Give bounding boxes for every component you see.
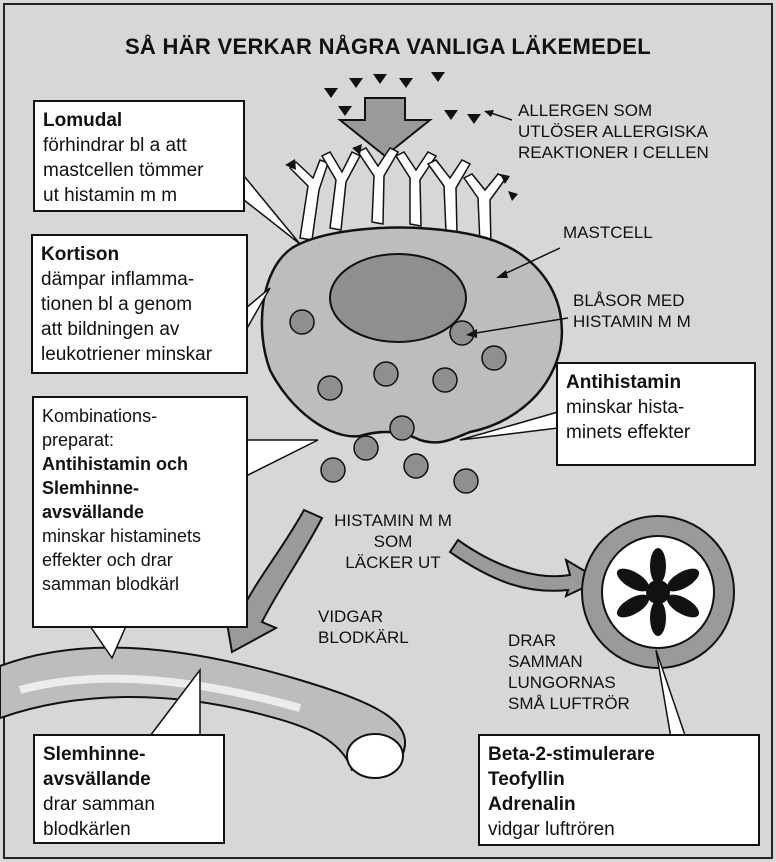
antihistamin-line: minets effekter [566,420,746,445]
histamin-label: HISTAMIN M M SOM LÄCKER UT [318,510,468,573]
kortison-callout: Kortison dämpar inflamma- tionen bl a ge… [31,234,248,374]
blasor-label: BLÅSOR MED HISTAMIN M M [573,290,691,332]
lomudal-line: förhindrar bl a att [43,133,235,158]
beta-line: vidgar luftrören [488,817,750,842]
slemhinne-line: blodkärlen [43,817,215,842]
drar-label-line: DRAR [508,630,630,651]
histamin-label-line: HISTAMIN M M [318,510,468,531]
cell-nucleus [330,254,466,342]
drar-label-line: LUNGORNAS [508,672,630,693]
allergen-label-line: ALLERGEN SOM [518,100,709,121]
kortison-line: tionen bl a genom [41,292,238,317]
allergen-label-line: REAKTIONER I CELLEN [518,142,709,163]
blasor-label-line: HISTAMIN M M [573,311,691,332]
allergen-label: ALLERGEN SOM UTLÖSER ALLERGISKA REAKTION… [518,100,709,163]
beta-callout: Beta-2-stimulerare Teofyllin Adrenalin v… [478,734,760,846]
big-down-arrow [340,98,430,156]
kortison-line: att bildningen av [41,317,238,342]
drar-label-line: SMÅ LUFTRÖR [508,693,630,714]
kombination-line: effekter och drar [42,548,238,572]
kombination-line: samman blodkärl [42,572,238,596]
kortison-line: dämpar inflamma- [41,267,238,292]
vidgar-label: VIDGAR BLODKÄRL [318,606,409,648]
vessel-opening [347,734,403,778]
histamin-label-line: LÄCKER UT [318,552,468,573]
beta-name: Adrenalin [488,792,750,817]
lomudal-callout: Lomudal förhindrar bl a att mastcellen t… [33,100,245,212]
antihistamin-callout: Antihistamin minskar hista- minets effek… [556,362,756,466]
slemhinne-callout: Slemhinne- avsvällande drar samman blodk… [33,734,225,844]
beta-name: Beta-2-stimulerare [488,742,750,767]
diagram-title: SÅ HÄR VERKAR NÅGRA VANLIGA LÄKEMEDEL [0,34,776,60]
vidgar-label-line: VIDGAR [318,606,409,627]
lomudal-name: Lomudal [43,108,235,133]
arrow-to-bronchus [450,540,600,596]
histamin-label-line: SOM [318,531,468,552]
kombination-intro: preparat: [42,428,238,452]
kombination-name: Antihistamin och [42,452,238,476]
blasor-label-line: BLÅSOR MED [573,290,691,311]
vidgar-label-line: BLODKÄRL [318,627,409,648]
antihistamin-line: minskar hista- [566,395,746,420]
drar-label-line: SAMMAN [508,651,630,672]
slemhinne-name: Slemhinne- [43,742,215,767]
slemhinne-name: avsvällande [43,767,215,792]
lomudal-line: ut histamin m m [43,183,235,208]
kortison-line: leukotriener minskar [41,342,238,367]
slemhinne-line: drar samman [43,792,215,817]
beta-name: Teofyllin [488,767,750,792]
kombination-intro: Kombinations- [42,404,238,428]
mastcell-label: MASTCELL [563,222,653,243]
kortison-name: Kortison [41,242,238,267]
lomudal-line: mastcellen tömmer [43,158,235,183]
allergen-label-line: UTLÖSER ALLERGISKA [518,121,709,142]
kombination-line: minskar histaminets [42,524,238,548]
kombination-name: avsvällande [42,500,238,524]
antihistamin-name: Antihistamin [566,370,746,395]
drar-label: DRAR SAMMAN LUNGORNAS SMÅ LUFTRÖR [508,630,630,714]
kombination-name: Slemhinne- [42,476,238,500]
kombination-callout: Kombinations- preparat: Antihistamin och… [32,396,248,628]
